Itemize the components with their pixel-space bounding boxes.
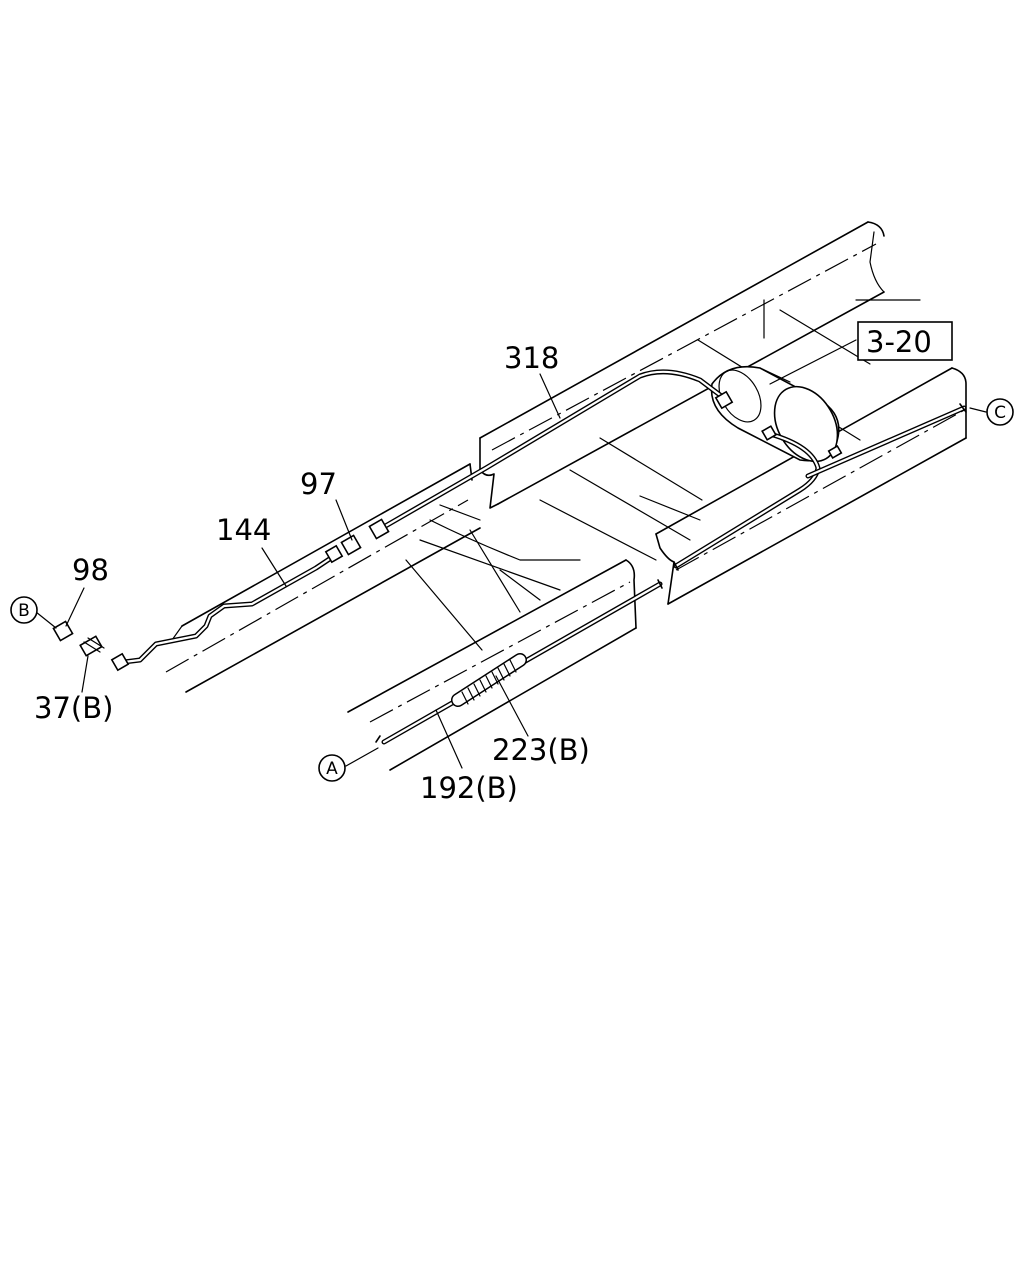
label-37b: 37(B) <box>34 691 113 725</box>
frame-cross-members <box>419 299 921 613</box>
fittings <box>52 390 967 743</box>
ref-letter-c: C <box>994 403 1006 423</box>
brake-pipe-to-c <box>673 405 967 569</box>
label-3-20: 3-20 <box>866 325 932 359</box>
ref-circle-a: A <box>318 754 346 782</box>
label-223b: 223(B) <box>492 733 590 767</box>
label-97: 97 <box>300 467 337 501</box>
coil-protector-223b <box>451 653 527 707</box>
right-frame-rail-rear <box>479 221 885 509</box>
ref-letter-b: B <box>18 601 30 621</box>
brake-pipe-144 <box>121 553 337 665</box>
label-318: 318 <box>504 341 559 375</box>
label-144: 144 <box>216 513 271 547</box>
label-192b: 192(B) <box>420 771 518 805</box>
label-98: 98 <box>72 553 109 587</box>
ref-letter-a: A <box>326 759 338 779</box>
leader-lines <box>35 339 987 769</box>
right-frame-rail-front <box>165 463 481 693</box>
brake-pipe-318 <box>379 369 727 531</box>
ref-circle-b: B <box>10 596 38 624</box>
label-3-20-box: 3-20 <box>857 321 953 361</box>
ref-circle-c: C <box>986 398 1014 426</box>
left-frame-rail-front <box>347 559 637 771</box>
